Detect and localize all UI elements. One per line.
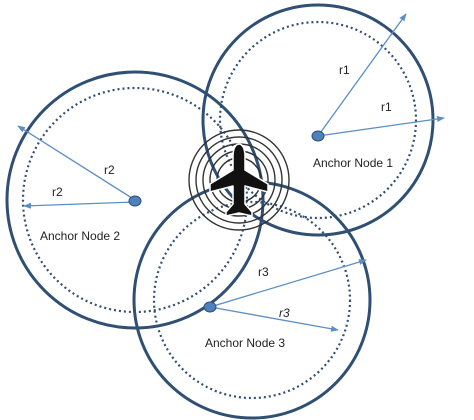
anchor-node-3-outer-radius-label: r3 <box>258 265 269 279</box>
anchor-node-3-outer-circle <box>132 180 372 420</box>
anchor-node-3-inner-radius-label: r3 <box>279 306 290 320</box>
anchor-node-2-outer-radius-label: r2 <box>104 163 115 177</box>
anchor-node-3-inner-circle <box>152 200 352 400</box>
anchor-node-2-label: Anchor Node 2 <box>40 229 120 243</box>
anchor-node-1-outer-radius-arrow <box>317 13 407 137</box>
anchor-node-1-outer-radius-label: r1 <box>339 63 350 77</box>
airplane-icon <box>209 143 269 217</box>
anchor-node-2-outer-circle <box>5 70 265 330</box>
anchor-node-3-group <box>132 180 372 420</box>
anchor-node-3-marker <box>203 301 217 313</box>
anchor-node-1-inner-radius-arrow <box>317 116 445 137</box>
anchor-node-1-label: Anchor Node 1 <box>313 156 393 170</box>
anchor-node-2-inner-radius-label: r2 <box>52 185 63 199</box>
anchor-node-1-marker <box>311 130 325 142</box>
anchor-node-3-inner-radius-arrow <box>209 306 339 332</box>
anchor-node-1-inner-circle <box>218 20 418 220</box>
anchor-node-3-label: Anchor Node 3 <box>205 336 285 350</box>
anchor-node-2-outer-radius-arrow <box>17 125 136 201</box>
anchor-node-2-inner-radius-arrow <box>23 201 136 209</box>
anchor-node-2-marker <box>128 195 142 207</box>
anchor-node-1-inner-radius-label: r1 <box>381 100 392 114</box>
anchor-node-3-outer-radius-arrow <box>209 259 367 308</box>
